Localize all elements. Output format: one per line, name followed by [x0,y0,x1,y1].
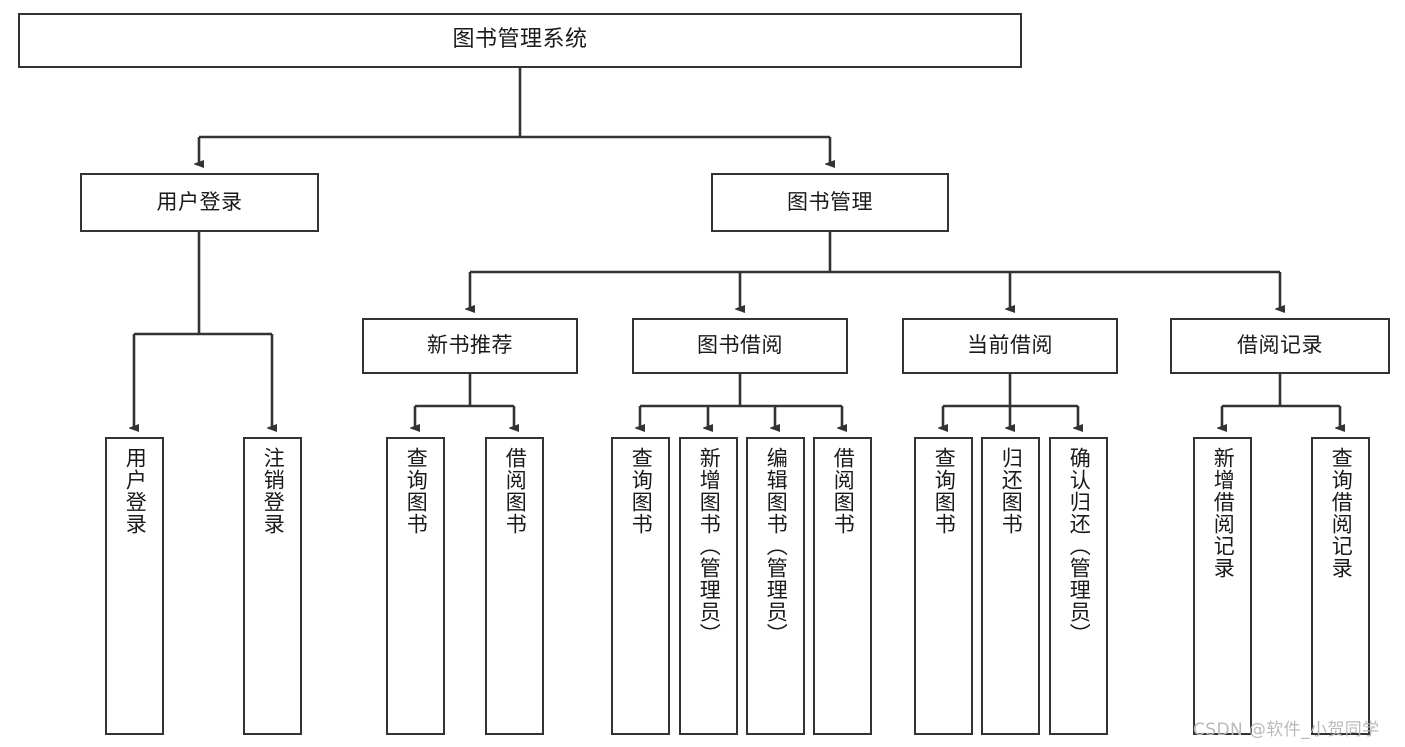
leaf-record-query-record[interactable]: 查询借阅记录 [1311,437,1370,735]
node-label: 归还图书 [999,447,1024,535]
node-root-system[interactable]: 图书管理系统 [18,13,1022,68]
node-label: 查询图书 [629,447,654,535]
node-label: 注销登录 [261,447,286,535]
node-new-book-recommend[interactable]: 新书推荐 [362,318,578,374]
node-book-management[interactable]: 图书管理 [711,173,949,232]
leaf-user-logout[interactable]: 注销登录 [243,437,302,735]
node-borrow-record[interactable]: 借阅记录 [1170,318,1390,374]
node-user-login[interactable]: 用户登录 [80,173,319,232]
leaf-borrow-add-book-admin[interactable]: 新增图书（管理员） [679,437,738,735]
node-label: 查询图书 [932,447,957,535]
node-current-borrow[interactable]: 当前借阅 [902,318,1118,374]
node-label: 当前借阅 [967,333,1053,358]
leaf-borrow-edit-book-admin[interactable]: 编辑图书（管理员） [746,437,805,735]
node-label: 图书管理系统 [452,27,588,53]
node-book-borrow[interactable]: 图书借阅 [632,318,848,374]
node-label: 用户登录 [123,447,148,535]
leaf-borrow-query-book[interactable]: 查询图书 [611,437,670,735]
leaf-record-add-record[interactable]: 新增借阅记录 [1193,437,1252,735]
node-label: 新书推荐 [427,333,513,358]
leaf-borrow-borrow-book[interactable]: 借阅图书 [813,437,872,735]
node-label: 借阅记录 [1237,333,1323,358]
leaf-newbook-query-book[interactable]: 查询图书 [386,437,445,735]
leaf-current-return-book[interactable]: 归还图书 [981,437,1040,735]
leaf-current-query-book[interactable]: 查询图书 [914,437,973,735]
node-label: 查询借阅记录 [1329,447,1354,579]
node-label: 编辑图书（管理员） [764,447,789,645]
leaf-current-confirm-return-admin[interactable]: 确认归还（管理员） [1049,437,1108,735]
node-label: 用户登录 [156,189,243,214]
node-label: 新增图书（管理员） [697,447,722,645]
node-label: 图书借阅 [697,333,783,358]
node-label: 借阅图书 [503,447,528,535]
node-label: 借阅图书 [831,447,856,535]
leaf-newbook-borrow-book[interactable]: 借阅图书 [485,437,544,735]
node-label: 确认归还（管理员） [1067,447,1092,645]
node-label: 新增借阅记录 [1211,447,1236,579]
node-label: 图书管理 [787,189,873,214]
leaf-user-login[interactable]: 用户登录 [105,437,164,735]
csdn-watermark: CSDN @软件_小贺同学 [1193,720,1380,740]
node-label: 查询图书 [404,447,429,535]
